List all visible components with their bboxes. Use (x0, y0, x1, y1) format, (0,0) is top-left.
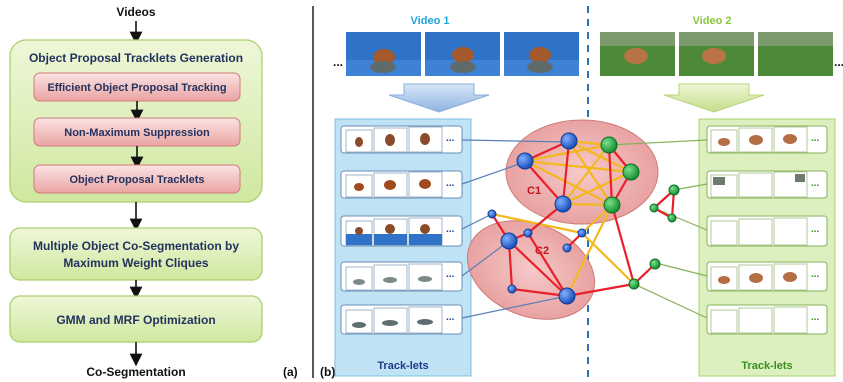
video1-nodes (487, 132, 587, 305)
svg-text:...: ... (446, 178, 455, 189)
svg-text:...: ... (811, 178, 820, 189)
graph-node (667, 213, 677, 223)
video2-object-thumbnails (713, 134, 805, 284)
tracklet-connectors (461, 139, 708, 319)
step-nms: Non-Maximum Suppression (64, 127, 210, 139)
graph-node (507, 284, 517, 294)
svg-text:...: ... (811, 133, 820, 144)
video1-ellipsis: ... (333, 55, 343, 69)
cosegmentation-box (9, 227, 263, 281)
svg-text:...: ... (446, 133, 455, 144)
video2-title: Video 2 (693, 15, 732, 27)
svg-text:...: ... (446, 224, 455, 235)
graph-node (500, 232, 518, 250)
step-tracklets: Object Proposal Tracklets (69, 174, 204, 186)
video1-row-ellipses: ... ... ... ... ... (446, 133, 455, 323)
group-title: Object Proposal Tracklets Generation (29, 51, 243, 65)
clique-c1-label: C1 (527, 185, 541, 197)
video2-row-ellipses: ... ... ... ... ... (811, 133, 820, 323)
graph-node (600, 136, 618, 154)
video1-down-arrow (388, 83, 490, 113)
video1-frames (346, 32, 579, 76)
video2-down-arrow (663, 83, 765, 113)
video1-tracklets-panel (334, 118, 472, 377)
video1-tracklets-label: Track-lets (377, 360, 428, 372)
video2-tracklets-label: Track-lets (741, 360, 792, 372)
panel-a-label: (a) (283, 365, 298, 379)
graph-node (516, 152, 534, 170)
panel-b-label: (b) (320, 365, 335, 379)
graph-node (668, 184, 680, 196)
svg-text:...: ... (811, 224, 820, 235)
svg-text:...: ... (811, 269, 820, 280)
graph-node (577, 228, 587, 238)
svg-text:...: ... (446, 269, 455, 280)
video1-title: Video 1 (411, 15, 450, 27)
svg-text:...: ... (811, 312, 820, 323)
clique-c1 (505, 119, 659, 225)
graph-edges-gold (491, 139, 635, 297)
graph-node (560, 132, 578, 150)
graph-node (649, 258, 661, 270)
video2-nodes (600, 136, 680, 290)
graph-node (487, 209, 497, 219)
graph-node (562, 243, 572, 253)
video2-ellipsis: ... (834, 55, 843, 69)
graph-node (628, 278, 640, 290)
svg-text:...: ... (446, 312, 455, 323)
video1-object-thumbnails (346, 133, 442, 328)
graph-node (622, 163, 640, 181)
output-label: Co-Segmentation (86, 365, 185, 379)
graph-node (649, 203, 659, 213)
video2-frames (600, 32, 833, 76)
cosegmentation-line2: Maximum Weight Cliques (63, 256, 208, 270)
cosegmentation-line1: Multiple Object Co-Segmentation by (33, 239, 239, 253)
video2-tracklets-panel (698, 118, 836, 377)
graph-node (558, 287, 576, 305)
optimization-label: GMM and MRF Optimization (56, 313, 215, 327)
graph-node (554, 195, 572, 213)
graph-node (523, 228, 533, 238)
video2-tracklet-frames (710, 126, 808, 334)
graph-node (603, 196, 621, 214)
videos-label: Videos (116, 5, 155, 19)
step-tracking: Efficient Object Proposal Tracking (47, 82, 226, 94)
step-box-tracklets (33, 164, 241, 194)
